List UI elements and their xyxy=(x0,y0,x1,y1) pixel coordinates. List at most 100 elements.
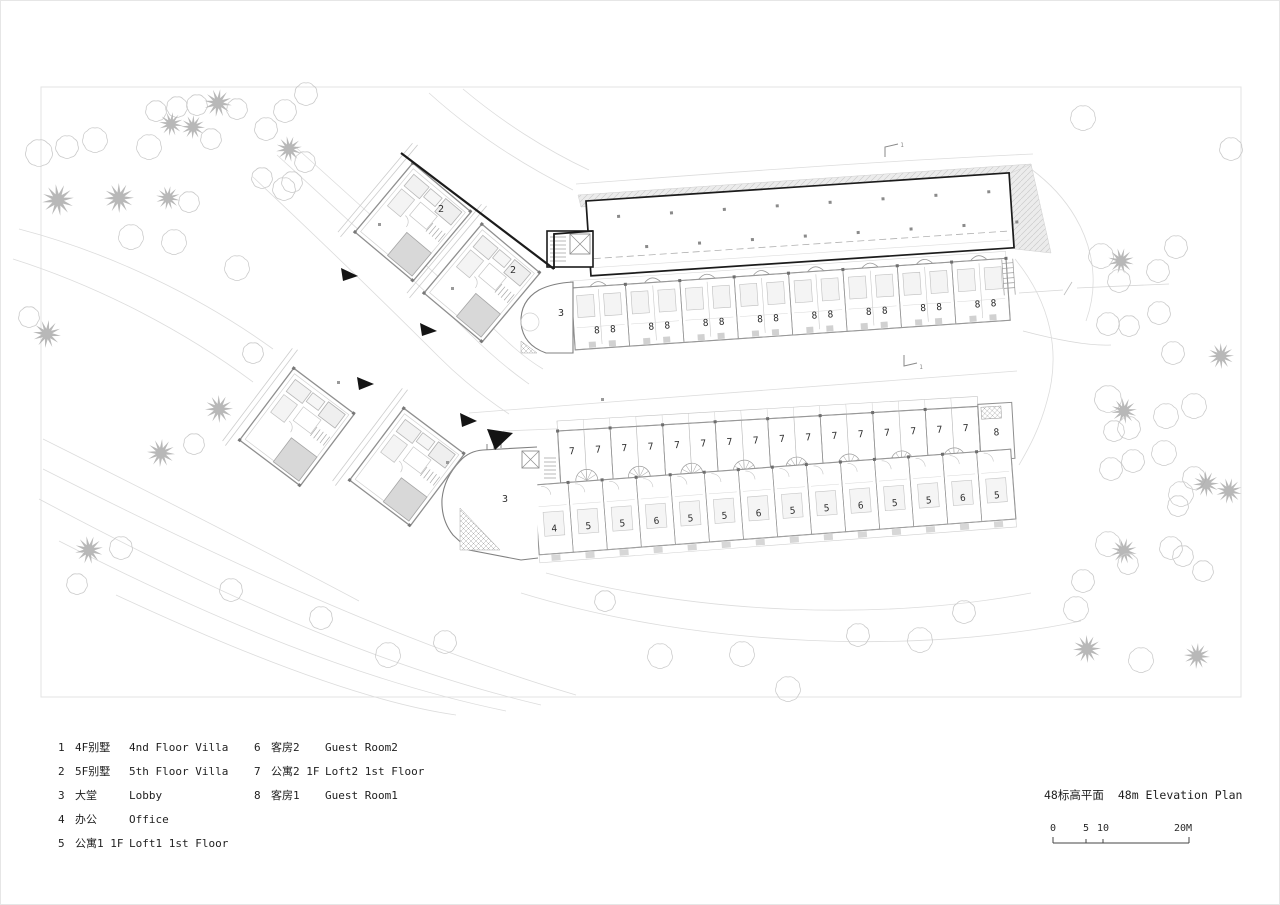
tree-round-icon xyxy=(1161,341,1185,365)
room-label: 5 xyxy=(585,521,592,532)
tree-round-icon xyxy=(1172,545,1194,567)
tree-round-icon xyxy=(145,100,167,122)
planter xyxy=(588,341,597,348)
tree-round-icon xyxy=(55,135,79,159)
planter xyxy=(993,520,1004,528)
plan-title-zh: 48标高平面 xyxy=(1044,788,1104,802)
elevator-icon xyxy=(569,233,591,255)
planter xyxy=(771,328,780,336)
column-dot xyxy=(634,475,638,479)
room-label: 8 xyxy=(993,427,1000,438)
tree-round-icon xyxy=(1117,553,1139,575)
door-arc xyxy=(575,483,586,493)
tree-round-icon xyxy=(1164,235,1188,259)
column-dot xyxy=(895,264,899,268)
site-path-lines xyxy=(1018,281,1170,346)
column-dot xyxy=(678,278,682,283)
contour-line xyxy=(42,438,360,602)
door-arc xyxy=(745,470,756,480)
legend-item-label-zh: 客房1 xyxy=(271,789,300,802)
tree-round-icon xyxy=(1118,315,1140,337)
direction-arrow-icon xyxy=(341,268,358,281)
upper-deck-body xyxy=(585,171,1019,277)
tree-round-icon xyxy=(1159,536,1183,560)
column-dot xyxy=(669,211,674,215)
planter xyxy=(653,546,663,554)
planter xyxy=(925,526,936,533)
tree-palm-icon xyxy=(156,186,180,210)
legend-item-label-zh: 客房2 xyxy=(271,741,300,754)
tree-round-icon xyxy=(1128,647,1154,673)
tree-palm-icon xyxy=(204,89,232,117)
tree-round-icon xyxy=(82,127,108,153)
villa-label: 2 xyxy=(510,265,516,276)
planter xyxy=(860,322,868,330)
planter xyxy=(755,538,765,546)
tree-palm-icon xyxy=(1184,643,1210,669)
tree-palm-icon xyxy=(147,439,175,467)
door-arc xyxy=(813,465,824,475)
tree-round-icon xyxy=(183,433,205,455)
tree-palm-icon xyxy=(276,136,302,162)
balcony-arc xyxy=(915,259,933,265)
column-dot xyxy=(722,207,726,211)
contour-line xyxy=(18,228,274,350)
tree-round-icon xyxy=(1099,457,1123,481)
column-dot xyxy=(934,193,938,197)
tree-round-icon xyxy=(1192,560,1214,582)
room-label: 7 xyxy=(805,432,811,443)
column-dot xyxy=(623,282,627,286)
elevator-icon xyxy=(521,450,540,469)
planter xyxy=(823,533,834,541)
tree-round-icon xyxy=(224,255,250,281)
planter xyxy=(891,528,902,536)
contour-line xyxy=(520,592,1082,643)
column-dot xyxy=(950,260,954,264)
direction-arrows xyxy=(341,268,513,450)
planter xyxy=(959,523,970,531)
column-dot xyxy=(940,452,945,456)
column-dot xyxy=(856,230,860,235)
tree-round-icon xyxy=(1095,531,1121,557)
lobby-stair-icon xyxy=(544,457,556,479)
legend-item-label-zh: 公寓2 1F xyxy=(271,765,320,778)
contour-line xyxy=(545,572,1032,611)
lobby-label: 3 xyxy=(502,494,508,505)
room-label: 8 xyxy=(702,318,709,329)
tree-round-icon xyxy=(1070,105,1096,131)
tree-round-icon xyxy=(294,82,318,106)
door-arc xyxy=(677,475,688,485)
planter xyxy=(663,336,671,343)
tree-round-icon xyxy=(1167,495,1189,517)
room-label: 7 xyxy=(621,443,627,454)
planter xyxy=(826,325,834,332)
legend-item-label-en: Loft2 1st Floor xyxy=(325,765,425,778)
tree-round-icon xyxy=(594,590,616,612)
room-label: 8 xyxy=(718,317,725,328)
hatch-patch xyxy=(459,507,501,551)
planter xyxy=(914,319,923,326)
column-dot xyxy=(786,271,791,275)
room-label: 7 xyxy=(884,428,890,439)
room-label: 8 xyxy=(610,324,617,335)
contour-line xyxy=(58,540,507,712)
column-dot xyxy=(600,478,604,482)
tree-round-icon xyxy=(118,224,144,250)
column-dot xyxy=(906,455,911,459)
contour-line xyxy=(428,92,574,191)
planter xyxy=(934,317,943,325)
room-label: 6 xyxy=(653,516,660,527)
column-dot xyxy=(974,450,979,454)
tree-round-icon xyxy=(294,151,316,173)
legend-item-label-zh: 5F别墅 xyxy=(75,765,111,778)
contour-line xyxy=(462,88,590,171)
legend-item-label-zh: 4F别墅 xyxy=(75,741,111,754)
door-arc xyxy=(541,486,552,495)
tree-round-icon xyxy=(433,630,457,654)
tree-round-icon xyxy=(178,191,200,213)
direction-arrow-icon xyxy=(357,377,374,390)
section-marker-top: 1 xyxy=(884,142,904,157)
